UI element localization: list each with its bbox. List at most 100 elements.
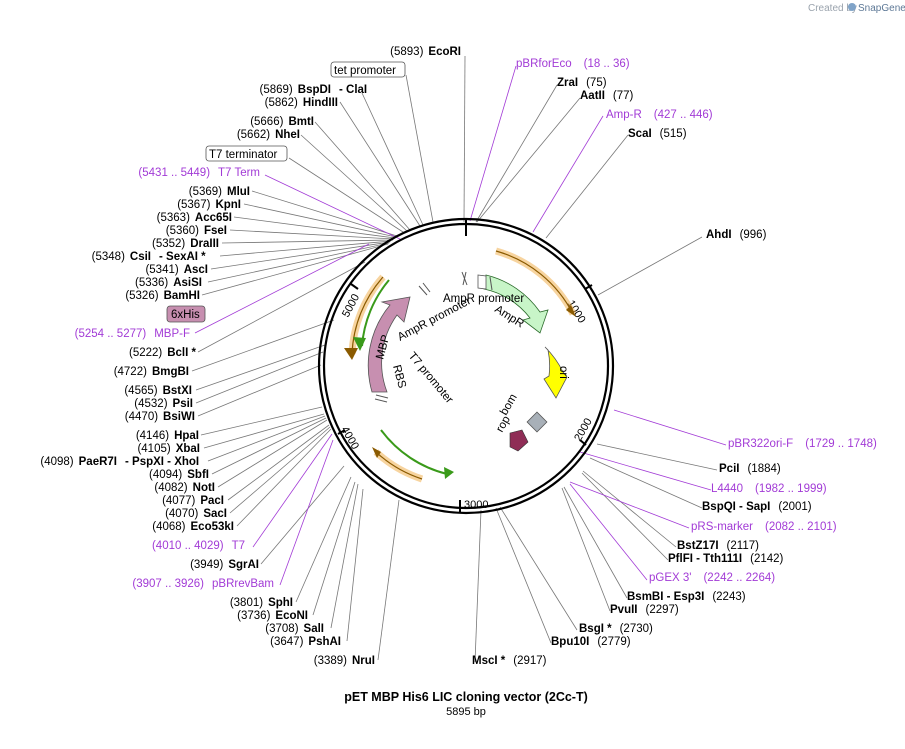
label-rop: rop bbox=[494, 414, 513, 434]
enzyme-position: (5341) bbox=[145, 264, 178, 276]
primer-range: (427 .. 446) bbox=[654, 109, 713, 121]
enzyme-position: (5348) bbox=[92, 251, 125, 263]
enzyme-position: (4068) bbox=[152, 521, 185, 533]
label-rbs: RBS bbox=[390, 364, 408, 390]
enzyme-name: BmgBI bbox=[152, 366, 189, 378]
enzyme-position: (4098) bbox=[40, 456, 73, 468]
ampr-feature bbox=[483, 274, 549, 334]
enzyme-position: (4070) bbox=[165, 508, 198, 520]
enzyme-position: (5869) bbox=[260, 84, 293, 96]
tet-promoter-box bbox=[330, 61, 406, 78]
enzyme-position: (5862) bbox=[265, 97, 298, 109]
label-ori: ori bbox=[557, 366, 569, 379]
enzyme-position: (1884) bbox=[747, 463, 780, 475]
his6-box bbox=[166, 305, 206, 323]
backbone-ticks bbox=[337, 220, 593, 512]
enzyme-position: (5367) bbox=[177, 199, 210, 211]
enzyme-name: BmtI bbox=[288, 116, 314, 128]
left-enzyme-labels: EcoRI(5893)BspDI(5869)- ClaIHindIII(5862… bbox=[40, 46, 461, 667]
brand-created-by: Created by bbox=[808, 3, 857, 14]
enzyme-position: (3389) bbox=[314, 655, 347, 667]
enzyme-position: (4146) bbox=[136, 430, 169, 442]
enzyme-position: (5662) bbox=[237, 129, 270, 141]
his6-label: 6xHis bbox=[171, 309, 200, 321]
enzyme-name: SacI bbox=[203, 508, 227, 520]
orf-arrowhead-bottom bbox=[372, 447, 381, 458]
enzyme-name: AsiSI bbox=[173, 277, 202, 289]
enzyme-position: (4082) bbox=[154, 482, 187, 494]
t7-terminator-box bbox=[205, 145, 288, 162]
primer-name: T7 Term bbox=[218, 167, 260, 179]
enzyme-name: XbaI bbox=[176, 443, 200, 455]
arc-arrowhead-left bbox=[353, 337, 366, 351]
enzyme-position: (2001) bbox=[778, 501, 811, 513]
mbp-feature bbox=[367, 296, 411, 393]
map-title: pET MBP His6 LIC cloning vector (2Cc-T) bbox=[344, 690, 588, 704]
enzyme-suffix: - SexAI * bbox=[159, 251, 206, 263]
enzyme-name: SphI bbox=[268, 597, 293, 609]
enzyme-position: (4105) bbox=[137, 443, 170, 455]
label-t7-promoter: T7 promoter bbox=[406, 350, 456, 406]
enzyme-position: (4077) bbox=[162, 495, 195, 507]
enzyme-name: PacI bbox=[200, 495, 224, 507]
primer-range: (5431 .. 5449) bbox=[138, 167, 210, 179]
primer-name: pBR322ori-F bbox=[728, 438, 793, 450]
enzyme-name: PvuII bbox=[610, 604, 637, 616]
enzyme-name: NotI bbox=[193, 482, 215, 494]
enzyme-name: CsiI bbox=[130, 251, 151, 263]
rop-feature bbox=[509, 429, 529, 452]
map-subtitle: 5895 bp bbox=[446, 706, 486, 718]
enzyme-position: (4532) bbox=[134, 398, 167, 410]
primer-labels: pBRforEco(18 .. 36)Amp-R(427 .. 446)pBR3… bbox=[75, 58, 877, 590]
enzyme-name: EcoRI bbox=[428, 46, 461, 58]
small-marks bbox=[374, 271, 493, 403]
primer-connectors bbox=[194, 65, 727, 586]
enzyme-name: AatII bbox=[580, 90, 605, 102]
right-enzyme-labels: ZraI(75)AatII(77)ScaI(515)AhdI(996)PciI(… bbox=[472, 77, 812, 667]
enzyme-name: EcoNI bbox=[275, 610, 308, 622]
primer-range: (2242 .. 2264) bbox=[703, 572, 775, 584]
enzyme-name: HpaI bbox=[174, 430, 199, 442]
enzyme-position: (5893) bbox=[390, 46, 423, 58]
enzyme-name: MluI bbox=[227, 186, 250, 198]
enzyme-name: PsiI bbox=[173, 398, 193, 410]
ori-feature bbox=[543, 346, 568, 399]
enzyme-name: BsgI * bbox=[579, 623, 612, 635]
enzyme-position: (3708) bbox=[265, 623, 298, 635]
backbone-outer bbox=[317, 217, 615, 515]
enzyme-position: (2117) bbox=[727, 540, 760, 552]
primer-name: MBP-F bbox=[154, 328, 190, 340]
t7-terminator-label: T7 terminator bbox=[209, 149, 278, 161]
connector-lines bbox=[191, 55, 718, 663]
tick-label-2000: 2000 bbox=[572, 416, 595, 443]
enzyme-position: (5369) bbox=[189, 186, 222, 198]
enzyme-name: AscI bbox=[184, 264, 208, 276]
enzyme-position: (5222) bbox=[129, 347, 162, 359]
primer-name: pBRrevBam bbox=[212, 578, 274, 590]
label-ampr-promoter-top: AmpR promoter bbox=[443, 293, 524, 305]
enzyme-name: PciI bbox=[719, 463, 739, 475]
enzyme-position: (3736) bbox=[237, 610, 270, 622]
primer-name: pGEX 3' bbox=[649, 572, 691, 584]
enzyme-name: ZraI bbox=[557, 77, 578, 89]
enzyme-name: DraIII bbox=[190, 238, 219, 250]
primer-range: (3907 .. 3926) bbox=[132, 578, 204, 590]
label-bom: bom bbox=[498, 392, 520, 417]
enzyme-position: (4094) bbox=[149, 469, 182, 481]
enzyme-name: PflFI - Tth111I bbox=[668, 553, 742, 565]
enzyme-position: (5363) bbox=[157, 212, 190, 224]
enzyme-name: PaeR7I bbox=[79, 456, 117, 468]
enzyme-name: HindIII bbox=[303, 97, 338, 109]
enzyme-position: (2917) bbox=[513, 655, 546, 667]
enzyme-name: SgrAI bbox=[228, 559, 259, 571]
tick-label-4000: 4000 bbox=[338, 425, 361, 452]
enzyme-name: ScaI bbox=[628, 128, 652, 140]
orf-arrowhead-left bbox=[344, 348, 358, 360]
enzyme-position: (75) bbox=[586, 77, 607, 89]
enzyme-name: BstXI bbox=[163, 385, 192, 397]
enzyme-position: (996) bbox=[740, 229, 767, 241]
enzyme-position: (5326) bbox=[125, 290, 158, 302]
enzyme-name: Bpu10I bbox=[551, 636, 589, 648]
primer-name: T7 bbox=[232, 540, 245, 552]
snapgene-logo-icon bbox=[848, 3, 856, 11]
